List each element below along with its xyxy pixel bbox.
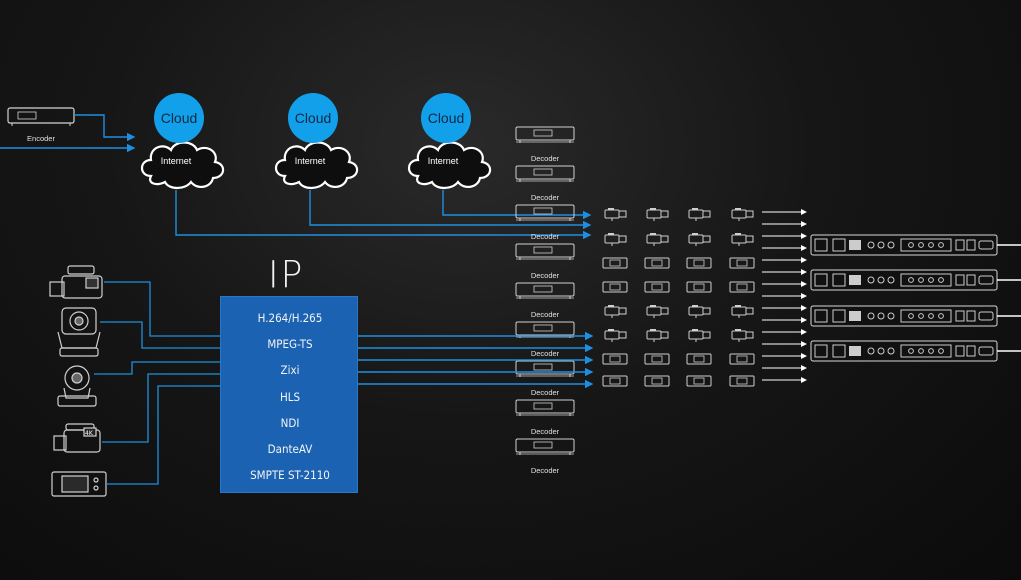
decoder-label-3: Decoder xyxy=(530,232,560,241)
rack-units xyxy=(810,234,998,362)
endpoint-device xyxy=(731,328,754,343)
endpoint-device xyxy=(686,375,712,387)
ptz-camera-icon xyxy=(57,307,101,357)
cloud-label-2: Cloud xyxy=(294,110,332,126)
4k-camcorder-icon: 4K xyxy=(53,423,101,453)
cloud-label-3: Cloud xyxy=(427,110,465,126)
endpoint-device xyxy=(731,232,754,247)
encoder-device xyxy=(7,107,75,126)
source-lines xyxy=(94,281,220,485)
endpoint-device xyxy=(604,207,627,222)
camcorder-icon xyxy=(49,265,103,299)
protocol-zixi: Zixi xyxy=(280,363,300,377)
encoder-label: Encoder xyxy=(27,134,55,143)
endpoint-device xyxy=(686,281,712,293)
endpoint-device xyxy=(644,257,670,269)
decoder-column xyxy=(515,126,575,456)
recorder-icon xyxy=(51,471,107,497)
endpoint-device xyxy=(644,375,670,387)
endpoint-device xyxy=(688,328,711,343)
decoder-label-4: Decoder xyxy=(530,271,560,280)
ip-title: IP xyxy=(268,253,305,298)
decoder-label-5: Decoder xyxy=(530,310,560,319)
ip-output-lines xyxy=(358,331,594,389)
cloud-node-2 xyxy=(274,93,359,190)
decoder-label-7: Decoder xyxy=(530,388,560,397)
endpoint-device xyxy=(731,304,754,319)
ip-protocol-box: H.264/H.265 MPEG-TS Zixi HLS NDI DanteAV… xyxy=(220,296,358,493)
endpoint-device xyxy=(729,281,755,293)
endpoint-device xyxy=(604,304,627,319)
endpoint-device xyxy=(688,304,711,319)
endpoint-device xyxy=(604,328,627,343)
endpoint-device xyxy=(646,232,669,247)
endpoint-device xyxy=(646,328,669,343)
endpoint-device xyxy=(688,207,711,222)
endpoint-device xyxy=(729,375,755,387)
cloud-lines xyxy=(175,190,592,240)
protocol-smpte: SMPTE ST-2110 xyxy=(250,468,330,482)
endpoint-device xyxy=(731,207,754,222)
endpoint-device xyxy=(688,232,711,247)
internet-label-3: Internet xyxy=(427,156,459,166)
protocol-mpegts: MPEG-TS xyxy=(267,337,313,351)
endpoint-device xyxy=(729,353,755,365)
encoder-lines xyxy=(0,114,136,153)
rack-output-lines xyxy=(997,244,1021,352)
ptz-camera-small-icon xyxy=(57,365,97,407)
endpoint-grid xyxy=(602,207,755,387)
endpoint-device xyxy=(686,257,712,269)
endpoint-device xyxy=(644,281,670,293)
decoder-label-9: Decoder xyxy=(530,466,560,475)
cloud-node-1 xyxy=(140,93,225,190)
endpoint-device xyxy=(646,304,669,319)
endpoint-device xyxy=(602,375,628,387)
endpoint-device xyxy=(646,207,669,222)
endpoint-device xyxy=(602,257,628,269)
endpoint-device xyxy=(644,353,670,365)
decoder-label-8: Decoder xyxy=(530,427,560,436)
internet-label-1: Internet xyxy=(160,156,192,166)
decoder-label-6: Decoder xyxy=(530,349,560,358)
protocol-ndi: NDI xyxy=(280,416,300,430)
decoder-label-2: Decoder xyxy=(530,193,560,202)
svg-text:4K: 4K xyxy=(85,430,94,437)
protocol-h264: H.264/H.265 xyxy=(257,311,323,325)
output-arrows xyxy=(762,209,807,383)
cloud-node-3 xyxy=(407,93,492,190)
endpoint-device xyxy=(729,257,755,269)
endpoint-device xyxy=(602,281,628,293)
endpoint-device xyxy=(604,232,627,247)
endpoint-device xyxy=(686,353,712,365)
decoder-label-1: Decoder xyxy=(530,154,560,163)
endpoint-device xyxy=(602,353,628,365)
protocol-hls: HLS xyxy=(279,390,301,404)
cloud-label-1: Cloud xyxy=(160,110,198,126)
internet-label-2: Internet xyxy=(294,156,326,166)
protocol-danteav: DanteAV xyxy=(267,442,313,456)
